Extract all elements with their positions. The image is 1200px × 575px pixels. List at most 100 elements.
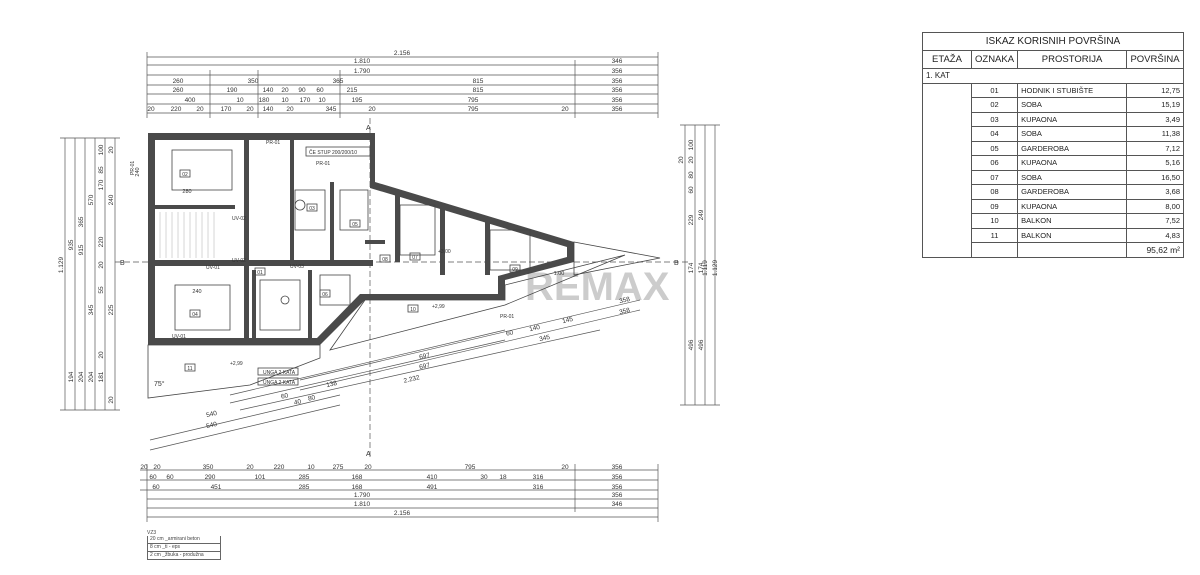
dimension-label: +3,00 <box>438 249 451 255</box>
area-table: ISKAZ KORISNIH POVRŠINA ETAŽA OZNAKA PRO… <box>922 32 1184 258</box>
header-oznaka: OZNAKA <box>970 50 1019 69</box>
building-walls <box>148 133 574 345</box>
section-b-right: B <box>674 260 679 267</box>
dimension-label: 240 <box>192 289 201 295</box>
dimension-label: 1.790 <box>354 492 371 499</box>
dimension-label: PR-01 <box>500 314 514 320</box>
dimension-label: 1.129 <box>58 256 65 273</box>
dimension-label: 496 <box>688 339 695 350</box>
dimension-label: 1.810 <box>354 58 371 65</box>
dimension-label: 170 <box>300 97 311 104</box>
dimension-label: 345 <box>88 304 95 315</box>
dimension-label: 20 <box>561 106 569 113</box>
room-tag-10: 10 <box>407 304 419 313</box>
top-dimension-lines <box>146 52 659 118</box>
dimension-label: 290 <box>205 474 216 481</box>
dimension-label: 220 <box>98 236 105 247</box>
dimension-label: UV-01 <box>172 334 186 340</box>
dimension-label: 1.00 <box>554 271 565 277</box>
dimension-label: 07 <box>412 255 418 261</box>
dimension-label: 316 <box>533 484 544 491</box>
dimension-label: 20 <box>98 351 105 359</box>
dimension-label: 145 <box>562 316 575 325</box>
room-tag-01: 01 <box>254 267 266 276</box>
dimension-label: 356 <box>612 484 623 491</box>
dimension-label: 20 <box>196 106 204 113</box>
dimension-label: 356 <box>612 474 623 481</box>
dimension-label: 1.129 <box>712 259 719 276</box>
room-tag-09: 09 <box>509 264 521 273</box>
dimension-label: 345 <box>326 106 337 113</box>
dimension-label: +2,99 <box>432 304 445 310</box>
dimension-label: 174 <box>698 262 705 273</box>
dimension-label: 815 <box>473 87 484 94</box>
dimension-label: 20 <box>140 464 148 471</box>
dimension-label: 30 <box>480 474 488 481</box>
stair-note-2: UNGA 2 KATA <box>257 377 299 386</box>
dimension-label: 18 <box>499 474 507 481</box>
dimension-label: PR-01 <box>316 161 330 167</box>
dimension-label: 249 <box>698 209 705 220</box>
dimension-label: 181 <box>98 371 105 382</box>
dimension-label: 06 <box>322 292 328 298</box>
dimension-label: 20 <box>688 156 695 164</box>
dimension-label: 356 <box>612 78 623 85</box>
top-dimension-labels: 2.156 1.810 346 1.790 356 260 350 365 81… <box>147 50 622 113</box>
dimension-label: 20 <box>678 156 685 164</box>
header-prostorija: PROSTORIJA <box>1017 50 1127 69</box>
right-dimension-lines <box>680 124 720 406</box>
dimension-label: 20 <box>108 396 115 404</box>
watermark: REMAX <box>525 265 670 309</box>
dimension-label: ČE STUP 200/200/10 <box>309 149 357 156</box>
dimension-label: 20 <box>286 106 294 113</box>
room-tag-07: 07 <box>409 252 421 261</box>
dimension-label: 220 <box>274 464 285 471</box>
dimension-label: 540 <box>206 421 219 430</box>
dimension-label: 346 <box>612 58 623 65</box>
dimension-label: 20 <box>561 464 569 471</box>
dimension-label: 496 <box>698 339 705 350</box>
dimension-label: UV-01 <box>206 265 220 271</box>
dimension-label: 10 <box>318 97 326 104</box>
dimension-label: UNGA 2 KATA <box>263 370 296 376</box>
dimension-label: 280 <box>182 189 191 195</box>
dimension-label: 100 <box>688 139 695 150</box>
dimension-label: 1.119 <box>702 260 709 276</box>
dimension-label: 540 <box>206 410 219 419</box>
dimension-label: UV-02 <box>232 216 246 222</box>
diagonal-dimension-lines <box>149 299 641 451</box>
room-tag-02: 02 <box>179 169 191 178</box>
dimension-label: 11 <box>187 366 192 372</box>
room-tag-06: 06 <box>319 289 331 298</box>
section-b-left: B <box>120 260 125 267</box>
table-title: ISKAZ KORISNIH POVRŠINA <box>922 32 1184 51</box>
dimension-label: 138 <box>326 380 339 389</box>
dimension-label: 451 <box>211 484 222 491</box>
table-total: 95,62 m² <box>1126 242 1184 258</box>
dimension-label: 140 <box>529 324 542 333</box>
dimension-label: 168 <box>352 474 363 481</box>
dimension-label: 410 <box>427 474 438 481</box>
dimension-label: 697 <box>419 352 432 361</box>
dimension-label: 05 <box>352 222 358 228</box>
dimension-label: 285 <box>299 474 310 481</box>
dimension-label: 80 <box>688 171 695 179</box>
dimension-label: 60 <box>505 329 514 338</box>
etaza-spacer <box>922 82 972 258</box>
dimension-label: 20 <box>153 464 161 471</box>
legend-row: 8 cm _ti - eps <box>147 544 221 552</box>
dimension-label: 260 <box>173 87 184 94</box>
dimension-label: 365 <box>333 78 344 85</box>
dimension-label: 400 <box>185 97 196 104</box>
dimension-label: 358 <box>619 307 632 316</box>
dimension-label: 60 <box>166 474 174 481</box>
section-a-top: A <box>366 125 371 132</box>
left-dimension-labels: 1.129 935 570 365 220 345 194 204 204 91… <box>58 144 115 403</box>
room-tags: 01 02 03 04 05 06 07 08 09 10 11 <box>179 169 521 372</box>
